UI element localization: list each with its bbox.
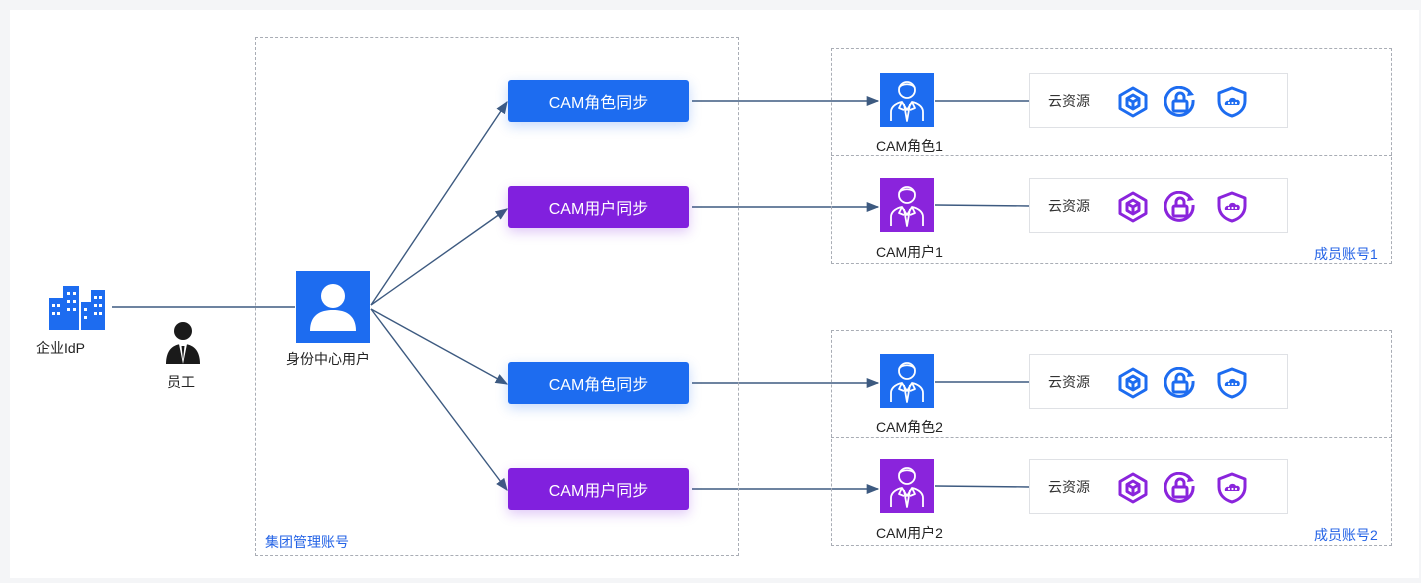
- cam-role-2-box: [880, 354, 934, 408]
- office-buildings-icon: [49, 286, 105, 330]
- shield-cloud-icon: [1217, 86, 1247, 118]
- cloud-resource-panel-2: 云资源: [1029, 178, 1288, 233]
- cube-icon: [1118, 472, 1148, 504]
- cloud-resource-panel-3: 云资源: [1029, 354, 1288, 409]
- enterprise-idp: [47, 284, 107, 330]
- lock-icon: [1164, 367, 1195, 398]
- cam-user-sync-button-2[interactable]: CAM用户同步: [508, 468, 689, 510]
- user-to-sync4-arrow: [370, 308, 508, 492]
- cam-role-1-box: [880, 73, 934, 127]
- cam-user-2-label: CAM用户2: [876, 525, 943, 541]
- member-account-2-label: 成员账号2: [1314, 527, 1378, 543]
- cloud-resource-panel-1: 云资源: [1029, 73, 1288, 128]
- user1-to-resource-line: [934, 204, 1030, 207]
- business-person-icon: [890, 467, 924, 508]
- cloud-resource-label: 云资源: [1048, 93, 1090, 109]
- lock-icon: [1164, 472, 1195, 503]
- employee: [163, 320, 203, 364]
- shield-cloud-icon: [1217, 472, 1247, 504]
- shield-cloud-icon: [1217, 367, 1247, 399]
- shield-cloud-icon: [1217, 191, 1247, 223]
- cam-role-sync-button-2[interactable]: CAM角色同步: [508, 362, 689, 404]
- member-account-1-area: [831, 48, 1392, 264]
- user-to-sync3-arrow: [370, 308, 509, 385]
- employee-label: 员工: [167, 374, 195, 390]
- cloud-resource-panel-4: 云资源: [1029, 459, 1288, 514]
- member-account-1-divider: [831, 155, 1392, 156]
- management-account-area: [255, 37, 739, 556]
- management-account-label: 集团管理账号: [265, 534, 349, 550]
- cloud-resource-label: 云资源: [1048, 198, 1090, 214]
- identity-center-user: [296, 271, 370, 343]
- cam-user-2-box: [880, 459, 934, 513]
- user2-to-resource-line: [934, 485, 1030, 488]
- cam-user-1-label: CAM用户1: [876, 244, 943, 260]
- user-to-sync2-arrow: [370, 208, 509, 306]
- identity-center-user-label: 身份中心用户: [286, 351, 370, 367]
- cam-role-sync-button-1[interactable]: CAM角色同步: [508, 80, 689, 122]
- enterprise-idp-label: 企业IdP: [36, 340, 86, 356]
- business-person-icon: [890, 186, 924, 227]
- user-avatar-icon: [310, 284, 356, 331]
- member-account-2-area: [831, 330, 1392, 546]
- business-person-icon: [890, 81, 924, 122]
- cam-user-sync-button-1[interactable]: CAM用户同步: [508, 186, 689, 228]
- cube-icon: [1118, 86, 1148, 118]
- cam-role-1-label: CAM角色1: [876, 138, 943, 154]
- cam-role-2-label: CAM角色2: [876, 419, 943, 435]
- member-account-1-label: 成员账号1: [1314, 246, 1378, 262]
- member-account-2-divider: [831, 437, 1392, 438]
- lock-icon: [1164, 86, 1195, 117]
- cloud-resource-label: 云资源: [1048, 374, 1090, 390]
- employee-icon: [166, 322, 200, 364]
- user-to-sync1-arrow: [370, 100, 508, 306]
- cloud-resource-label: 云资源: [1048, 479, 1090, 495]
- cube-icon: [1118, 367, 1148, 399]
- cube-icon: [1118, 191, 1148, 223]
- cam-user-1-box: [880, 178, 934, 232]
- business-person-icon: [890, 362, 924, 403]
- lock-icon: [1164, 191, 1195, 222]
